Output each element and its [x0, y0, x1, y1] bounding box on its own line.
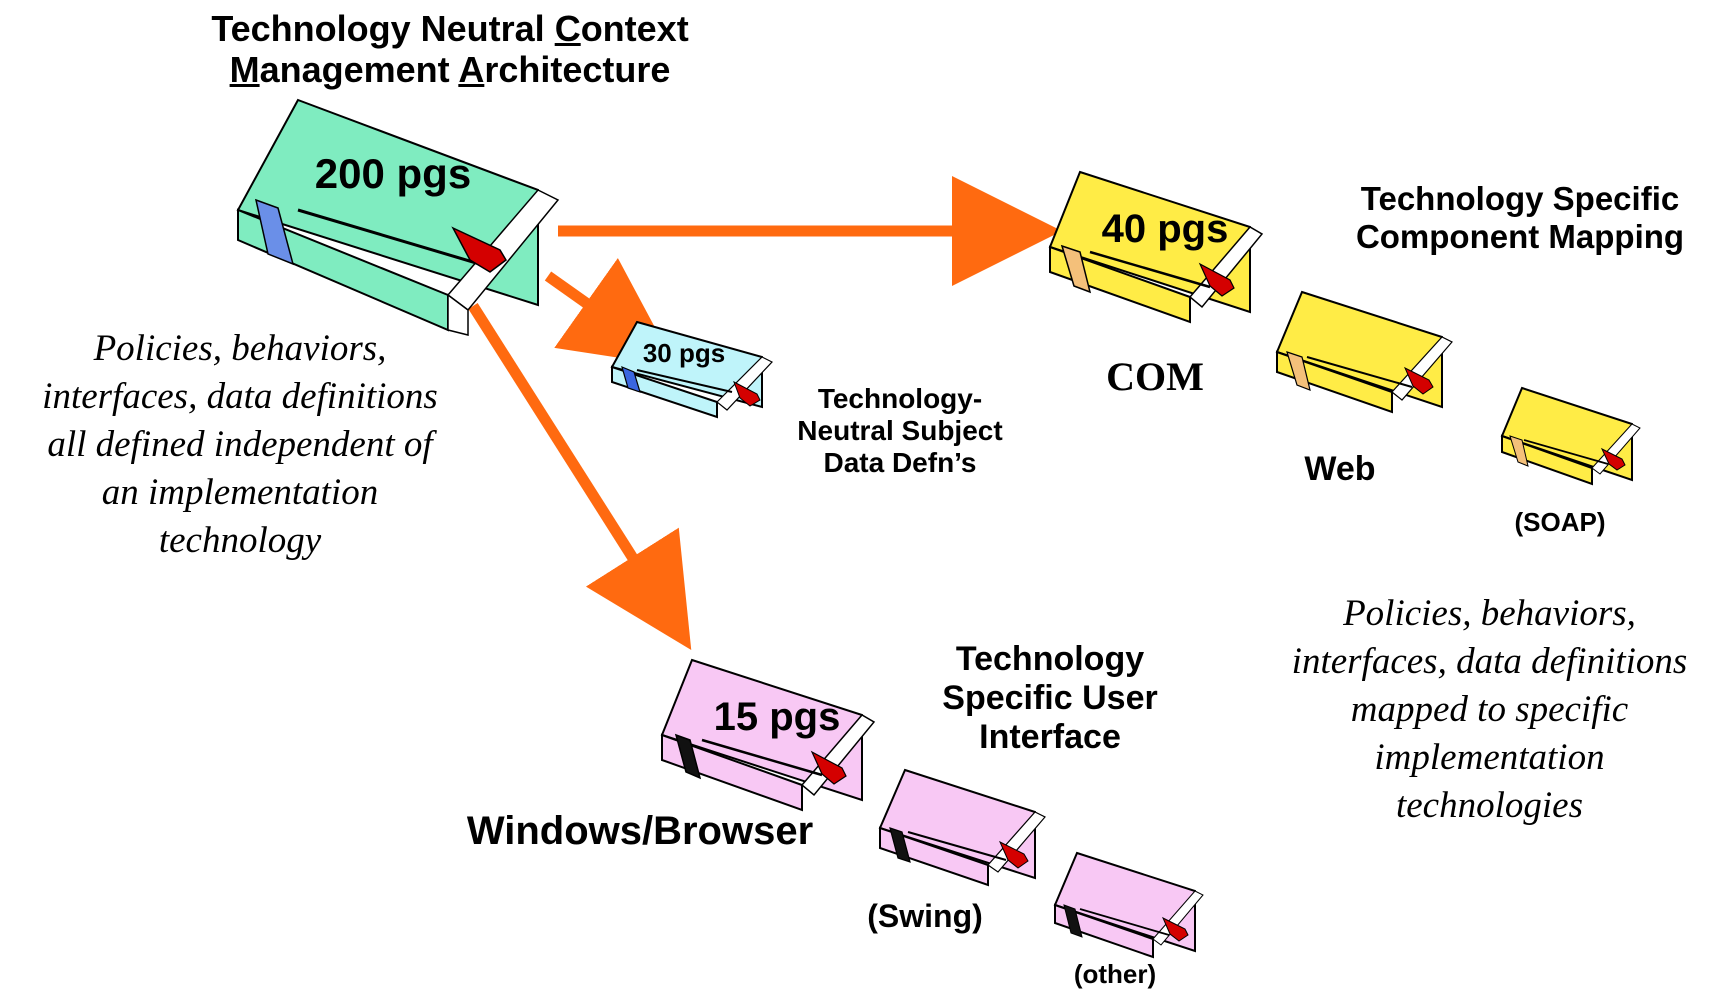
variant-other: (other) — [1073, 959, 1157, 989]
left-note-line: Policies, behaviors, — [93, 328, 387, 369]
book-main-pages: 200 pgs — [315, 150, 471, 197]
right-note-line: mapped to specific — [1350, 689, 1629, 731]
book-subject-pages: 30 pgs — [643, 338, 725, 368]
book-ui-pages: 15 pgs — [714, 695, 841, 739]
variant-windows-browser: Windows/Browser — [466, 809, 814, 853]
left-note-line: all defined independent of — [47, 424, 433, 466]
right-note-line: technologies — [1395, 785, 1583, 827]
arrow-to-ui — [468, 303, 692, 651]
component-label: Technology Specific Component Mapping — [1355, 180, 1685, 255]
variant-com: COM — [1106, 354, 1204, 399]
book-component: 40 pgs — [1048, 170, 1264, 324]
left-note: Policies, behaviors, interfaces, data de… — [0, 325, 480, 565]
book-main: 200 pgs — [236, 98, 560, 336]
variant-web: Web — [1304, 450, 1376, 488]
left-note-line: interfaces, data definitions — [42, 376, 438, 418]
book-subject: 30 pgs — [610, 320, 773, 419]
ui-label: Technology Specific User Interface — [942, 640, 1158, 757]
book-other — [1053, 851, 1204, 959]
variant-soap: (SOAP) — [1514, 507, 1606, 537]
book-ui: 15 pgs — [660, 658, 876, 812]
arrow-to-subject — [544, 258, 676, 367]
variant-swing: (Swing) — [867, 898, 983, 934]
book-web — [1275, 290, 1453, 414]
right-note-line: interfaces, data definitions — [1291, 641, 1688, 683]
right-note-line: Policies, behaviors, — [1343, 593, 1636, 634]
left-note-line: technology — [158, 520, 322, 562]
book-component-pages: 40 pgs — [1102, 207, 1229, 251]
right-note: Policies, behaviors, interfaces, data de… — [1250, 590, 1729, 830]
right-note-line: implementation — [1374, 737, 1605, 779]
left-note-line: an implementation — [101, 472, 379, 514]
page-title: Technology Neutral Context Management Ar… — [211, 8, 689, 91]
subject-label: Technology- Neutral Subject Data Defn’s — [797, 383, 1003, 479]
book-swing — [878, 768, 1046, 887]
book-soap — [1500, 386, 1641, 486]
